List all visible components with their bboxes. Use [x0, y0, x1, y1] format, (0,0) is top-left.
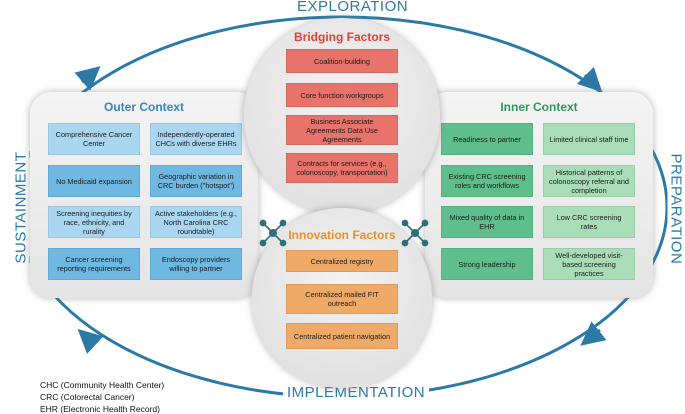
- outer-item: Screening inequities by race, ethnicity,…: [48, 206, 140, 238]
- inner-item: Strong leadership: [441, 248, 533, 280]
- outer-item: Active stakeholders (e.g., North Carolin…: [150, 206, 242, 238]
- inner-item: Readiness to partner: [441, 123, 533, 155]
- outer-item: Endoscopy providers willing to partner: [150, 248, 242, 280]
- inner-context-title: Inner Context: [500, 100, 578, 114]
- arrow-top-right: [576, 66, 603, 93]
- inner-item: Mixed quality of data in EHR: [441, 206, 533, 238]
- inner-item: Historical patterns of colonoscopy refer…: [543, 165, 635, 197]
- outer-item: Comprehensive Cancer Center: [48, 123, 140, 155]
- innovation-item: Centralized patient navigation: [286, 323, 398, 349]
- arrow-top-left: [74, 66, 101, 91]
- inner-item: Limited clinical staff time: [543, 123, 635, 155]
- outer-item: Cancer screening reporting requirements: [48, 248, 140, 280]
- phase-implementation: IMPLEMENTATION: [283, 384, 430, 401]
- bridging-item: Business Associate Agreements Data Use A…: [286, 115, 398, 145]
- network-connector-icon: [401, 219, 429, 247]
- phase-sustainment: SUSTAINMENT: [12, 149, 30, 268]
- bridging-factors-title: Bridging Factors: [293, 30, 390, 44]
- footnote: CHC (Community Health Center): [40, 380, 165, 390]
- outer-context-title: Outer Context: [103, 100, 184, 114]
- bridging-item: Coalition-building: [286, 49, 398, 73]
- arrow-bottom-right: [580, 321, 607, 346]
- phase-preparation: PREPARATION: [667, 149, 685, 268]
- outer-item: Geographic variation in CRC burden ("hot…: [150, 165, 242, 197]
- innovation-factors-title: Innovation Factors: [288, 228, 396, 242]
- inner-item: Well-developed visit-based screening pra…: [543, 248, 635, 280]
- inner-item: Existing CRC screening roles and workflo…: [441, 165, 533, 197]
- innovation-item: Centralized registry: [286, 250, 398, 272]
- footnote: EHR (Electronic Health Record): [40, 404, 160, 414]
- innovation-item: Centralized mailed FIT outreach: [286, 284, 398, 314]
- phase-exploration: EXPLORATION: [293, 0, 413, 15]
- bridging-item: Contracts for services (e.g., colonoscop…: [286, 153, 398, 183]
- network-connector-icon: [259, 219, 287, 247]
- outer-item: No Medicaid expansion: [48, 165, 140, 197]
- footnote: CRC (Colorectal Cancer): [40, 392, 135, 402]
- arrow-bottom-left: [77, 328, 104, 355]
- bridging-item: Core function workgroups: [286, 83, 398, 107]
- inner-item: Low CRC screening rates: [543, 206, 635, 238]
- outer-item: Independently-operated CHCs with diverse…: [150, 123, 242, 155]
